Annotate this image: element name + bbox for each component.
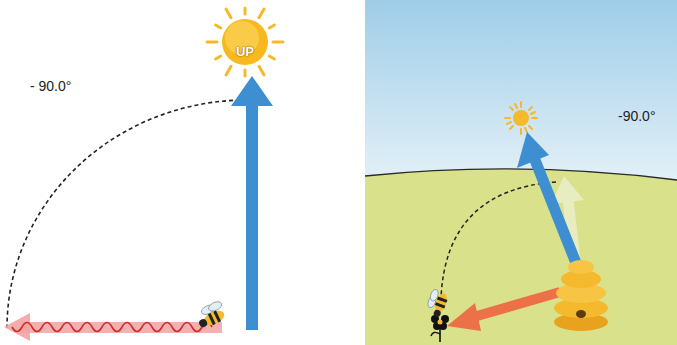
angle-label: - 90.0°: [30, 78, 71, 94]
bee-left: [194, 300, 229, 330]
up-arrow: [231, 76, 273, 330]
sun-small: [505, 102, 537, 134]
sun-label: UP: [205, 44, 285, 59]
flower: [431, 315, 449, 342]
sun-direction-arrow: [517, 132, 578, 268]
food-direction-arrow: [447, 292, 560, 331]
bee-right: [424, 288, 449, 318]
beehive: [554, 260, 608, 331]
angle-label: -90.0°: [618, 108, 656, 124]
sun-node: UP: [205, 2, 285, 82]
angle-arc-right: [441, 182, 556, 298]
sun-shape: [205, 2, 285, 82]
waggle-arrow: [4, 313, 222, 341]
landscape: [365, 0, 677, 345]
angle-arc-left: [7, 100, 247, 328]
